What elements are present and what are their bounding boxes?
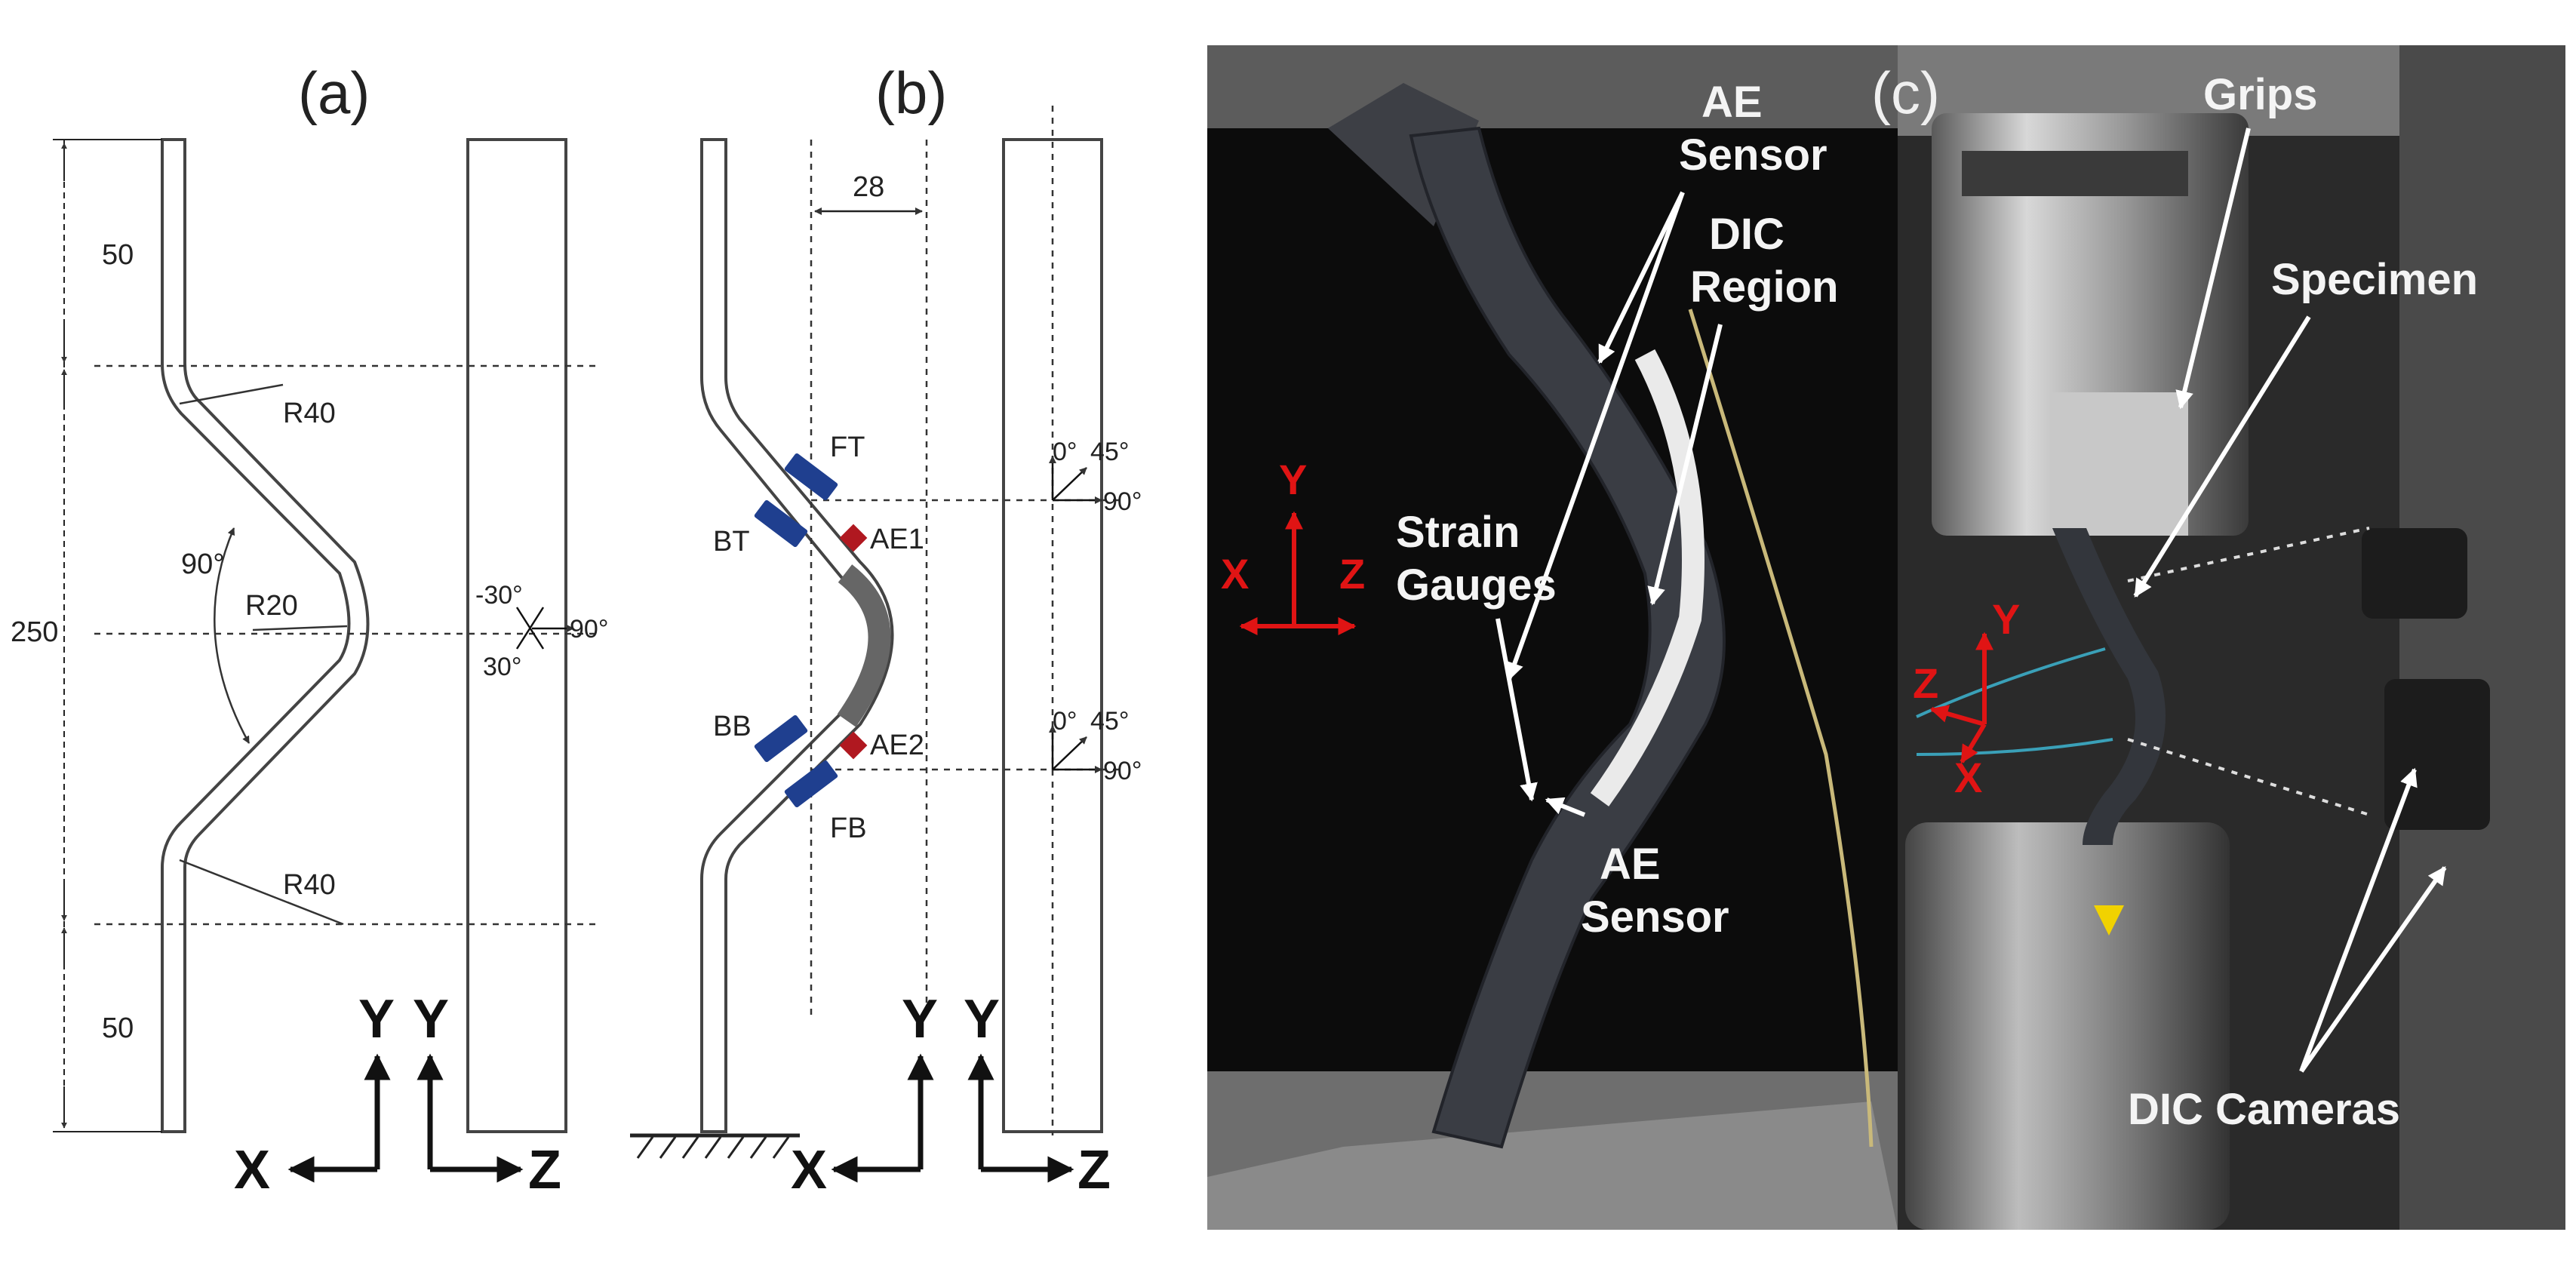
svg-text:Y: Y (1279, 456, 1307, 503)
svg-text:X: X (791, 1140, 827, 1200)
panel-c-axes-left: Y X Z (1221, 456, 1365, 635)
svg-text:Z: Z (528, 1140, 561, 1200)
panel-a-angle-label: 90° (181, 548, 224, 580)
dic-region-highlight (1590, 349, 1705, 807)
label-ae1: AE1 (870, 524, 924, 555)
callout-ae-sensor-bottom-line1: AE (1600, 840, 1661, 889)
panel-a-angle-arc (214, 527, 251, 744)
panel-b: (b) 28 FT BT AE1 BB AE2 FB (630, 60, 1142, 1200)
panel-a-ply-plus30: 30° (483, 653, 521, 681)
svg-text:90°: 90° (1103, 757, 1142, 785)
label-bt: BT (713, 526, 750, 558)
panel-a-specimen-front (466, 138, 567, 1133)
svg-text:X: X (1221, 550, 1249, 598)
panel-b-dic-region (837, 564, 891, 727)
svg-text:X: X (1954, 754, 1982, 801)
svg-text:Z: Z (1077, 1140, 1111, 1200)
svg-text:Z: Z (1339, 550, 1365, 598)
callout-dic-cameras: DIC Cameras (2128, 1085, 2400, 1134)
dic-camera-bottom (2384, 679, 2490, 830)
panel-a-dim-total: 250 (11, 616, 58, 648)
panel-a-radius-mid: R20 (245, 590, 298, 622)
svg-text:Y: Y (413, 989, 449, 1049)
panel-b-rosette-top: 0° 45° 90° (1049, 438, 1142, 516)
sensor-ae2 (839, 731, 868, 760)
callout-ae-sensor-top-line1: AE (1701, 78, 1763, 127)
panel-b-label: (b) (875, 60, 947, 126)
svg-text:Y: Y (1992, 595, 2020, 643)
svg-text:45°: 45° (1090, 707, 1129, 736)
callout-strain-gauges-line2: Gauges (1396, 561, 1557, 610)
panel-b-axes-yz: Y Z (964, 989, 1111, 1200)
panel-a-radius-top: R40 (283, 398, 336, 429)
panel-b-dim-offset: 28 (853, 171, 884, 203)
panel-a: (a) 50 250 50 R40 R20 R40 90° (11, 60, 608, 1200)
panel-a-dim-top: 50 (102, 239, 134, 271)
panel-a-axes-xy: Y X (234, 989, 395, 1200)
panel-c-photo-left: Y X Z AE Sensor DIC Region Strain Gauges… (1207, 45, 1898, 1230)
callout-grips: Grips (2203, 70, 2318, 119)
label-fb: FB (830, 813, 867, 844)
svg-text:Y: Y (358, 989, 395, 1049)
panel-c-label: (c) (1871, 60, 1940, 126)
gauge-bt (754, 499, 808, 548)
svg-text:Y: Y (902, 989, 938, 1049)
panel-a-axes-yz: Y Z (413, 989, 561, 1200)
panel-b-axes-xy: Y X (791, 989, 938, 1200)
callout-dic-region-line2: Region (1690, 263, 1839, 312)
callout-ae-sensor-top-line2: Sensor (1679, 131, 1827, 180)
svg-text:0°: 0° (1053, 438, 1077, 466)
panel-a-ply-90: 90° (570, 615, 608, 644)
gauge-ft (784, 453, 838, 501)
panel-a-dim-bottom: 50 (102, 1012, 134, 1044)
callout-ae-sensor-bottom-line2: Sensor (1581, 893, 1729, 942)
dic-camera-top (2362, 528, 2467, 619)
svg-text:45°: 45° (1090, 438, 1129, 466)
panel-a-ply-minus30: -30° (475, 581, 523, 610)
panel-a-specimen-side (161, 138, 370, 1133)
gauge-bb (754, 714, 808, 763)
label-bb: BB (713, 711, 752, 742)
svg-text:0°: 0° (1053, 707, 1077, 736)
callout-dic-region-line1: DIC (1709, 210, 1784, 259)
svg-text:90°: 90° (1103, 487, 1142, 516)
specimen-photo (1409, 126, 1726, 1149)
label-ft: FT (830, 432, 865, 463)
specimen-mounted (2052, 528, 2166, 845)
callout-strain-gauges-line1: Strain (1396, 508, 1520, 557)
sensor-ae1 (839, 524, 868, 552)
panel-c-axes-right: Y X Z (1913, 595, 2020, 801)
panel-c-photo-right: Y X Z (c) Grips Specimen DIC Cameras (1871, 45, 2565, 1230)
svg-text:X: X (234, 1140, 270, 1200)
panel-c: Y X Z AE Sensor DIC Region Strain Gauges… (1207, 45, 2565, 1230)
panel-b-rosette-bottom: 0° 45° 90° (1049, 707, 1142, 785)
gauge-fb (784, 760, 838, 808)
svg-text:Z: Z (1913, 659, 1938, 707)
svg-text:Y: Y (964, 989, 1000, 1049)
label-ae2: AE2 (870, 730, 924, 761)
callout-specimen: Specimen (2271, 255, 2478, 304)
lower-grip (1905, 822, 2230, 1230)
ae-cable (1688, 309, 1874, 1148)
panel-a-label: (a) (298, 60, 370, 126)
panel-b-specimen-side (700, 138, 894, 1133)
panel-a-radius-bottom: R40 (283, 869, 336, 901)
